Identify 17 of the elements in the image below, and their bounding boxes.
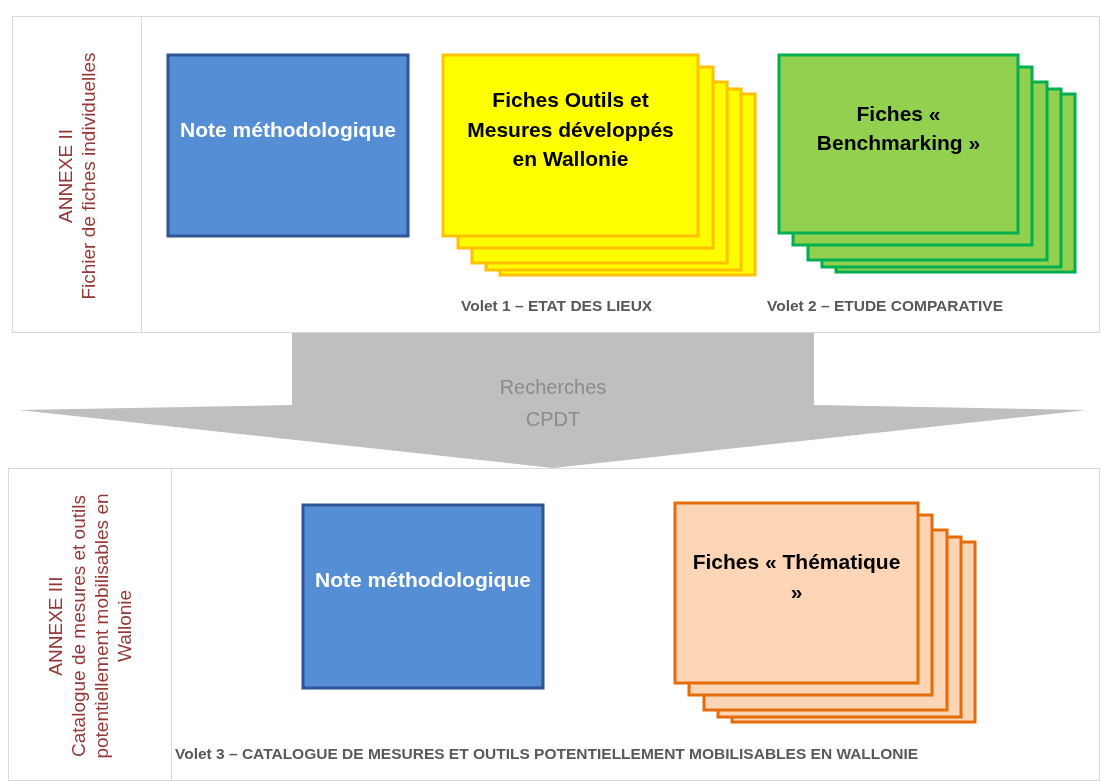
note-card (166, 53, 410, 238)
section-caption: Volet 2 – ETUDE COMPARATIVE (767, 297, 1003, 315)
side-label: Fichier de fiches individuelles (77, 51, 100, 300)
card-title: Fiches « Thématique » (691, 549, 902, 605)
card-stack (673, 501, 977, 724)
panel (12, 16, 1100, 333)
panel (8, 468, 1100, 781)
card-title: Fiches Outils et Mesures développés en Wallonie (466, 87, 675, 172)
card-title: Fiches « Benchmarking » (815, 100, 982, 156)
card-title: Note méthodologique (180, 116, 396, 143)
side-label: ANNEXE II (53, 128, 77, 223)
side-label: Catalogue de mesures et outils potentiellement mobilisables en Wallonie (66, 491, 137, 761)
side-label: ANNEXE III (43, 575, 67, 676)
note-card (301, 503, 545, 690)
card-title: Note méthodologique (315, 567, 531, 594)
section-caption: Volet 1 – ETAT DES LIEUX (461, 297, 653, 315)
section-caption: Volet 3 – CATALOGUE DE MESURES ET OUTILS POTENTIELLEMENT MOBILISABLES EN WALLONIE (175, 745, 919, 763)
